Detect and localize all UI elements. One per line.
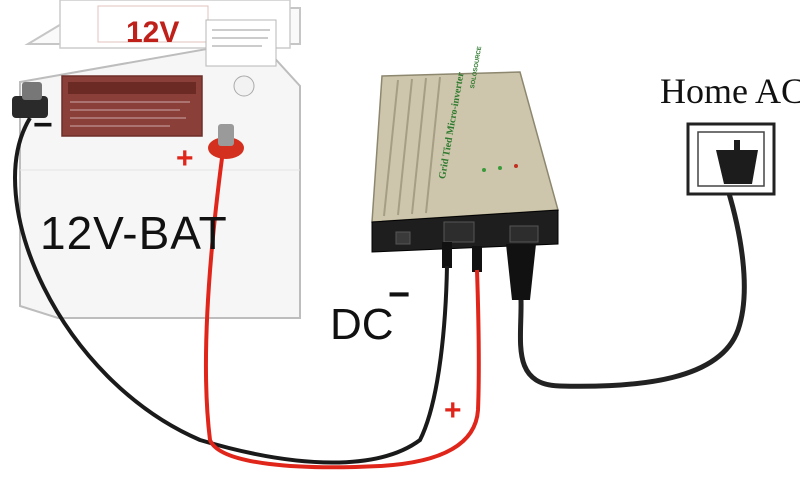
battery-negative-sign: − xyxy=(33,106,53,144)
ac-plug xyxy=(506,244,536,300)
battery-voltage-label: 12V xyxy=(126,16,180,49)
dc-connectors xyxy=(442,242,482,272)
positive-terminal xyxy=(208,124,244,159)
wall-socket xyxy=(686,122,776,196)
battery-positive-sign: + xyxy=(176,142,194,175)
dc-positive-sign: + xyxy=(444,394,462,427)
micro-inverter xyxy=(371,71,559,253)
ac-cable xyxy=(517,189,747,389)
battery-name-label: 12V-BAT xyxy=(40,207,228,259)
negative-wire xyxy=(13,116,449,465)
positive-wire xyxy=(203,157,481,470)
dc-label: DC xyxy=(330,300,394,349)
battery xyxy=(19,0,301,319)
dc-negative-sign: − xyxy=(388,274,411,316)
home-ac-label: Home AC xyxy=(660,71,800,111)
negative-terminal xyxy=(12,82,48,118)
